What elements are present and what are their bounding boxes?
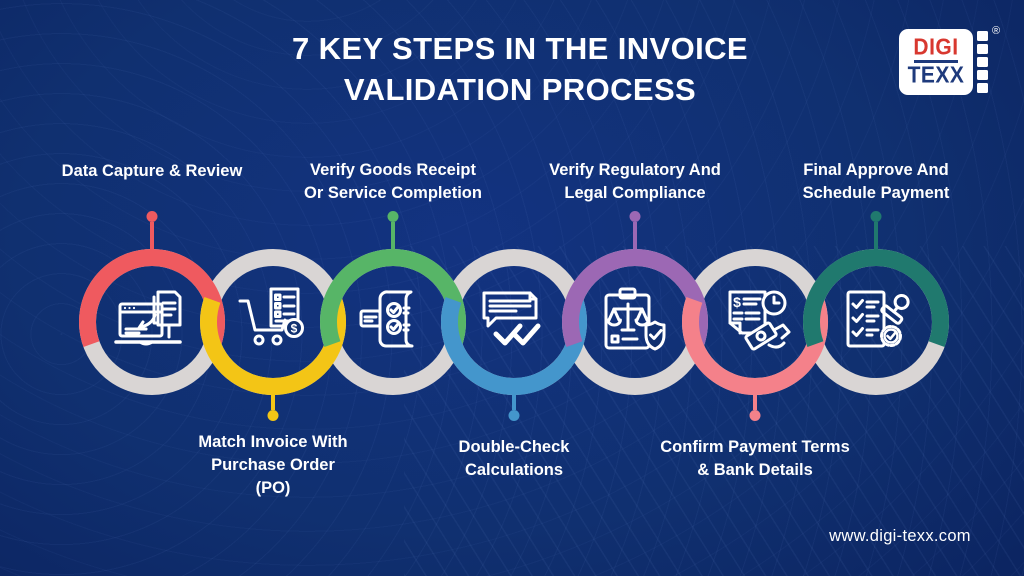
chat-doublecheck-icon <box>482 291 541 346</box>
logo-texx-text: TEXX <box>907 62 965 89</box>
connector-dot-step7 <box>870 211 882 222</box>
step-label-2: Match Invoice With Purchase Order (PO) <box>198 433 348 497</box>
page-title: 7 KEY STEPS IN THE INVOICE VALIDATION PR… <box>220 28 820 110</box>
arc-step3 <box>320 249 466 347</box>
registered-trademark-symbol: ® <box>992 25 1001 37</box>
digitexx-logo: DIGI TEXX ® <box>899 25 1000 99</box>
page-title-line1: 7 KEY STEPS IN THE INVOICE <box>292 31 748 66</box>
step-label-1: Data Capture & Review <box>61 162 243 180</box>
connector-dot-step2 <box>267 410 279 421</box>
svg-text:$: $ <box>291 322 298 336</box>
connector-dot-step6 <box>749 410 761 421</box>
logo-divider <box>914 60 958 63</box>
website-url[interactable]: www.digi-texx.com <box>829 527 971 545</box>
connectors <box>146 211 882 421</box>
arc-step1 <box>79 249 225 347</box>
digitexx-logo-card: DIGI TEXX <box>899 29 973 95</box>
approval-stamp-icon <box>846 290 910 348</box>
connector-dot-step3 <box>387 211 399 222</box>
step-label-5: Verify Regulatory And Legal Compliance <box>549 161 721 202</box>
compliance-shield-icon <box>604 287 666 351</box>
arc-step4 <box>441 297 587 395</box>
colored-arcs <box>79 249 949 395</box>
connector-dot-step1 <box>146 211 158 222</box>
page-title-line2: VALIDATION PROCESS <box>343 72 697 107</box>
laptop-capture-icon <box>114 290 182 346</box>
logo-digi-text: DIGI <box>913 34 959 61</box>
connector-dot-step4 <box>508 410 520 421</box>
arc-step7 <box>803 249 949 347</box>
payment-terms-icon: $ <box>728 290 791 351</box>
step-label-4: Double-Check Calculations <box>458 438 570 479</box>
connector-dot-step5 <box>629 211 641 222</box>
cart-invoice-icon: $ <box>238 287 304 346</box>
film-strip-icon <box>977 31 988 93</box>
step-label-3: Verify Goods Receipt Or Service Completi… <box>304 161 482 202</box>
receipt-check-icon <box>359 290 414 348</box>
step-label-6: Confirm Payment Terms & Bank Details <box>660 438 850 479</box>
step-label-7: Final Approve And Schedule Payment <box>802 161 950 202</box>
svg-text:$: $ <box>733 294 741 310</box>
